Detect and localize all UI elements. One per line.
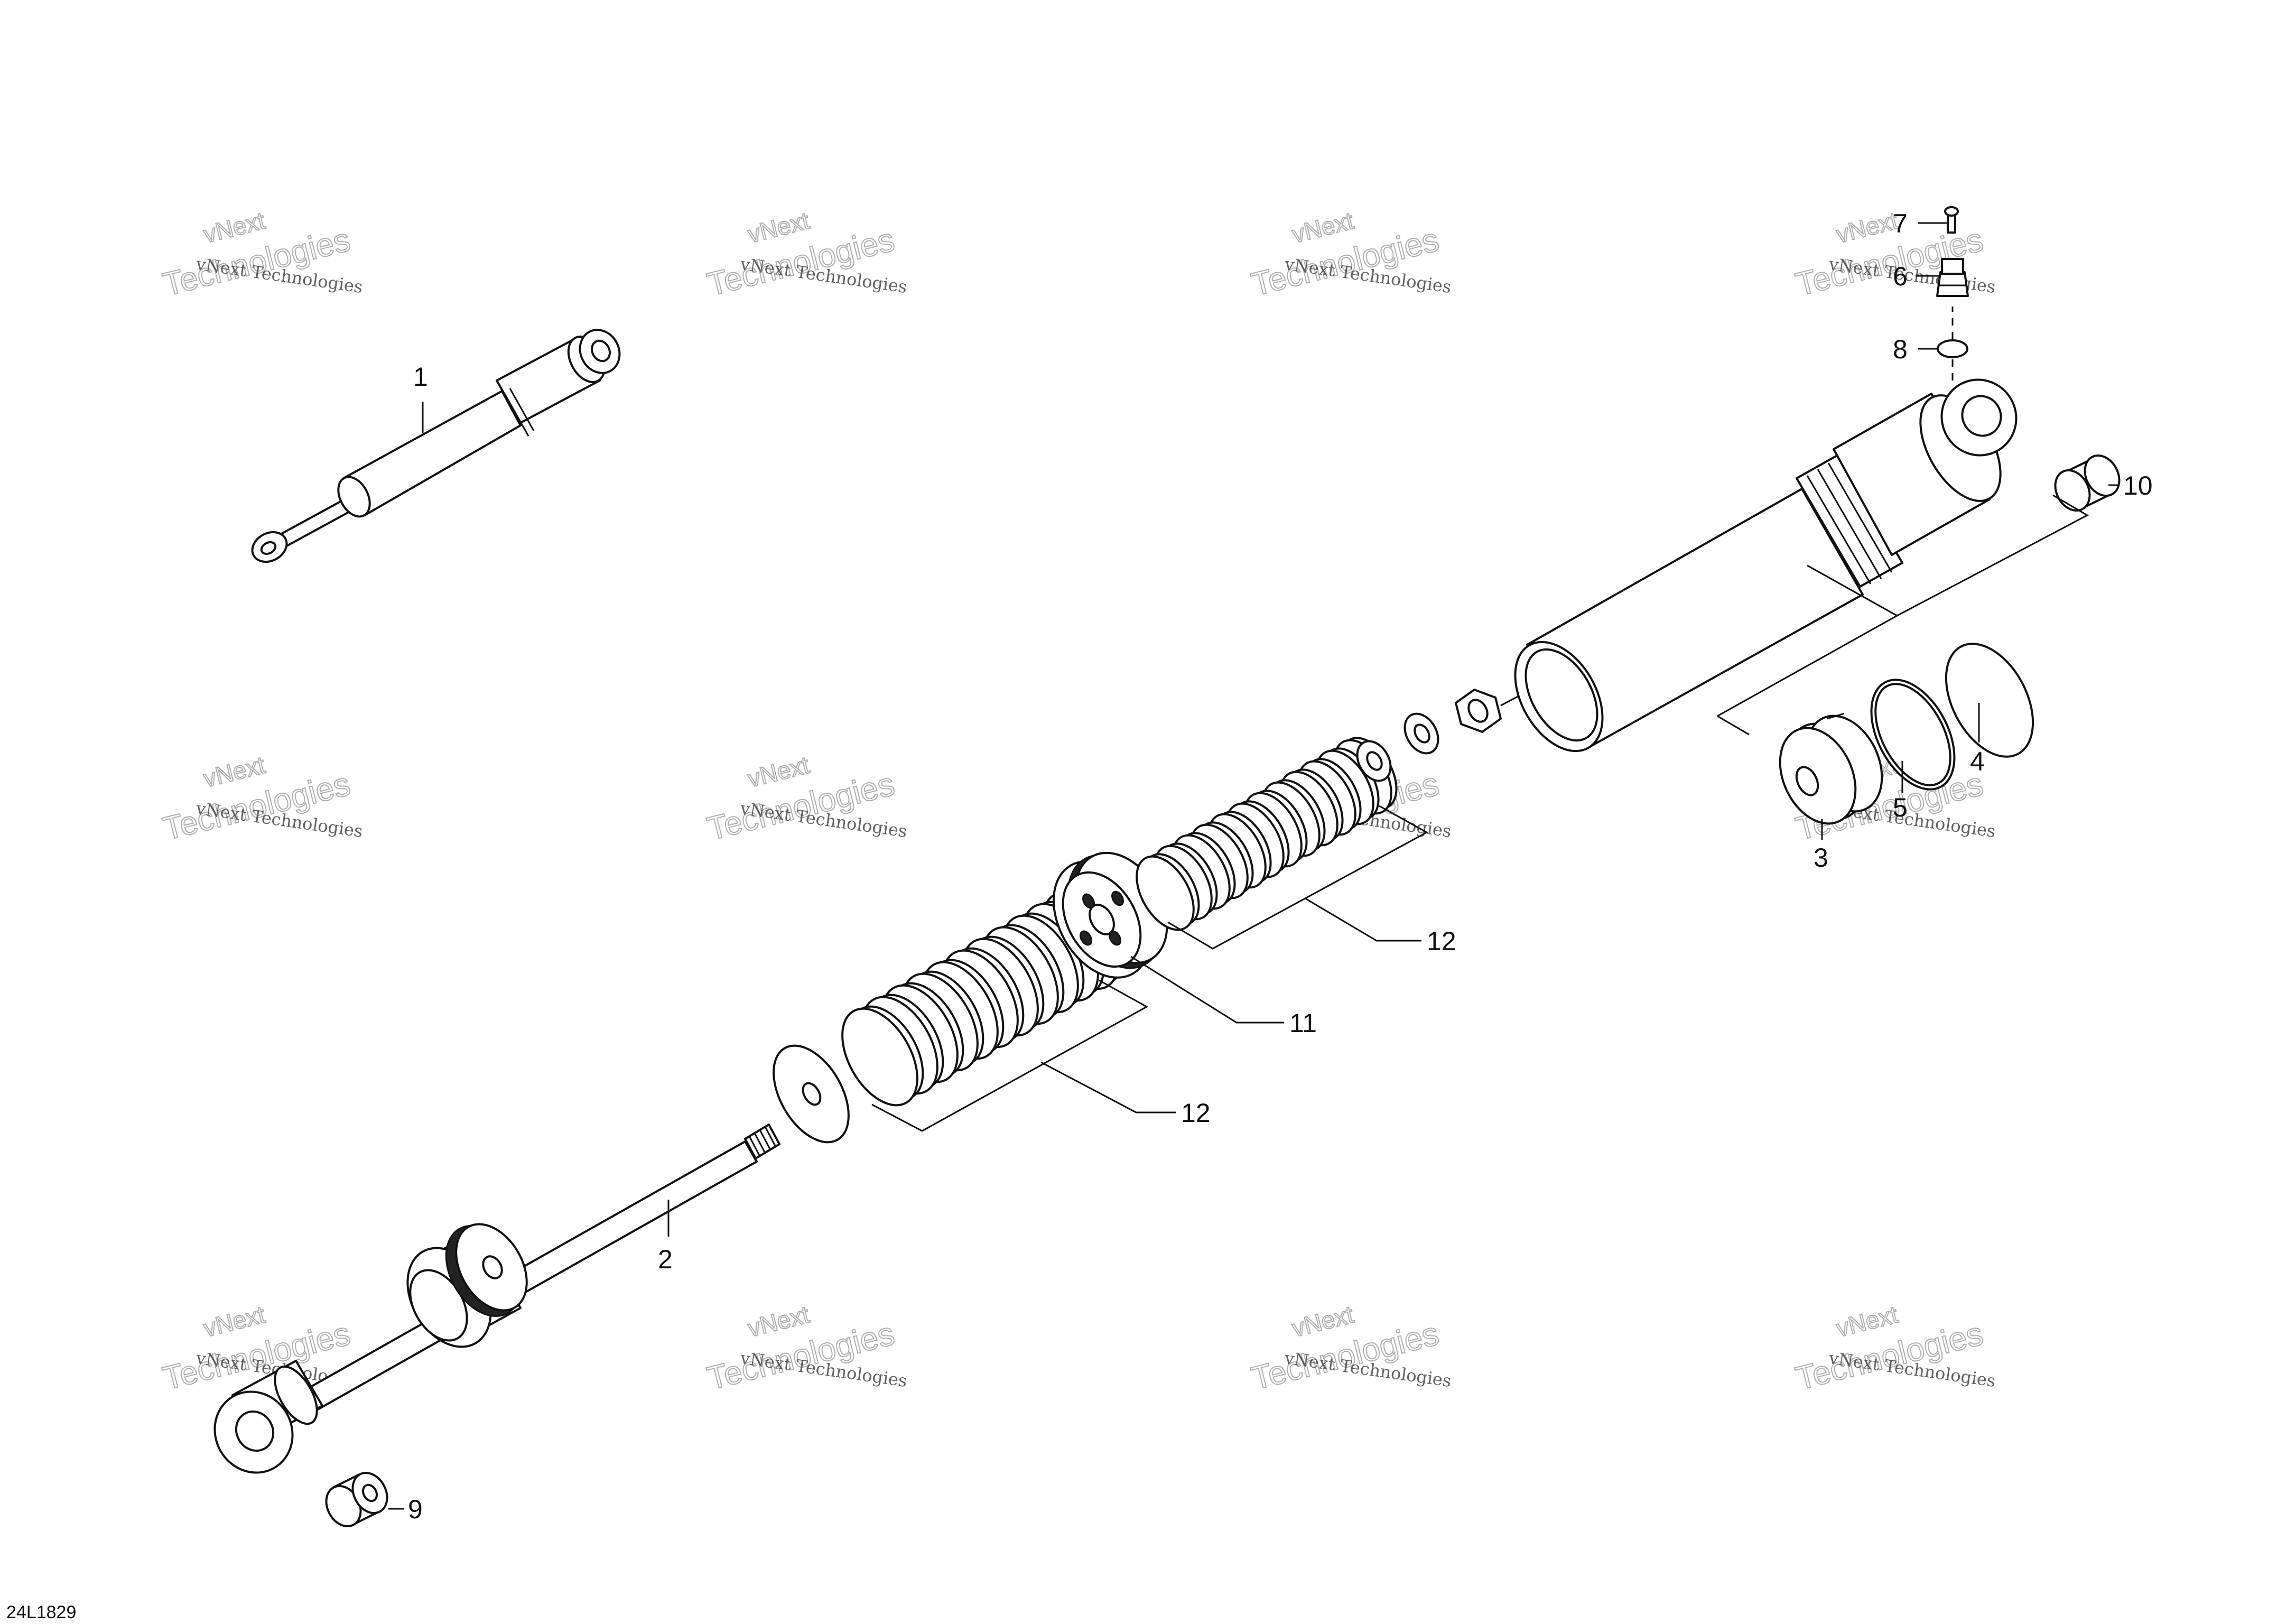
watermark-line2a: vNext xyxy=(1834,207,1901,248)
leader-lines xyxy=(388,222,2119,1510)
callout-4: 4 xyxy=(1970,747,1985,776)
drawing-code: 24L1829 xyxy=(6,1602,76,1622)
callout-1: 1 xyxy=(413,362,428,392)
diaphragm xyxy=(1945,643,2034,758)
washer-small-2 xyxy=(1403,712,1439,755)
damper-shaft xyxy=(213,1124,780,1474)
callout-7: 7 xyxy=(1893,209,1908,238)
snap-ring xyxy=(1870,679,1956,791)
nut xyxy=(1455,689,1502,733)
watermark-line2a: vNext xyxy=(201,207,268,248)
callout-12-lower: 12 xyxy=(1181,1098,1211,1128)
callout-12-upper: 12 xyxy=(1427,926,1456,956)
callout-9: 9 xyxy=(408,1495,423,1524)
callout-5: 5 xyxy=(1893,793,1908,822)
washer-small-1 xyxy=(1356,740,1392,782)
shim xyxy=(841,1007,918,1107)
valve-core xyxy=(1944,206,1959,234)
grouping-brackets xyxy=(871,494,2089,1132)
callout-11: 11 xyxy=(1289,1008,1317,1038)
damper-body xyxy=(1514,307,2018,753)
watermark-line2a: vNext xyxy=(201,1301,268,1342)
callout-2: 2 xyxy=(658,1245,673,1274)
valve-fitting xyxy=(1936,258,1969,297)
callout-10: 10 xyxy=(2123,471,2153,500)
shim xyxy=(1136,855,1195,931)
watermark-line2a: vNext xyxy=(745,1301,812,1342)
shim-stack-lower xyxy=(841,889,1125,1107)
watermark-line2a: vNext xyxy=(1289,1301,1356,1342)
watermark-line2a: vNext xyxy=(745,751,812,793)
watermark-line2a: vNext xyxy=(201,751,268,793)
watermark-line2a: vNext xyxy=(1834,1301,1901,1342)
shock-absorber-assembly xyxy=(251,329,621,563)
bushing-lower xyxy=(325,1471,388,1528)
shim-stack-upper xyxy=(1136,737,1398,931)
callout-3: 3 xyxy=(1814,843,1828,873)
o-ring xyxy=(1937,339,1968,358)
bushing-upper xyxy=(2054,454,2121,512)
piston xyxy=(1053,851,1168,979)
callout-6: 6 xyxy=(1893,262,1908,291)
callout-labels: 1 2 3 4 5 6 7 8 9 10 11 12 12 xyxy=(408,209,2153,1524)
reservoir-cap xyxy=(1779,712,1883,825)
watermark-line2a: vNext xyxy=(1289,207,1356,248)
washer xyxy=(773,1044,850,1144)
watermark-line2a: vNext xyxy=(745,207,812,248)
callout-8: 8 xyxy=(1893,335,1908,364)
